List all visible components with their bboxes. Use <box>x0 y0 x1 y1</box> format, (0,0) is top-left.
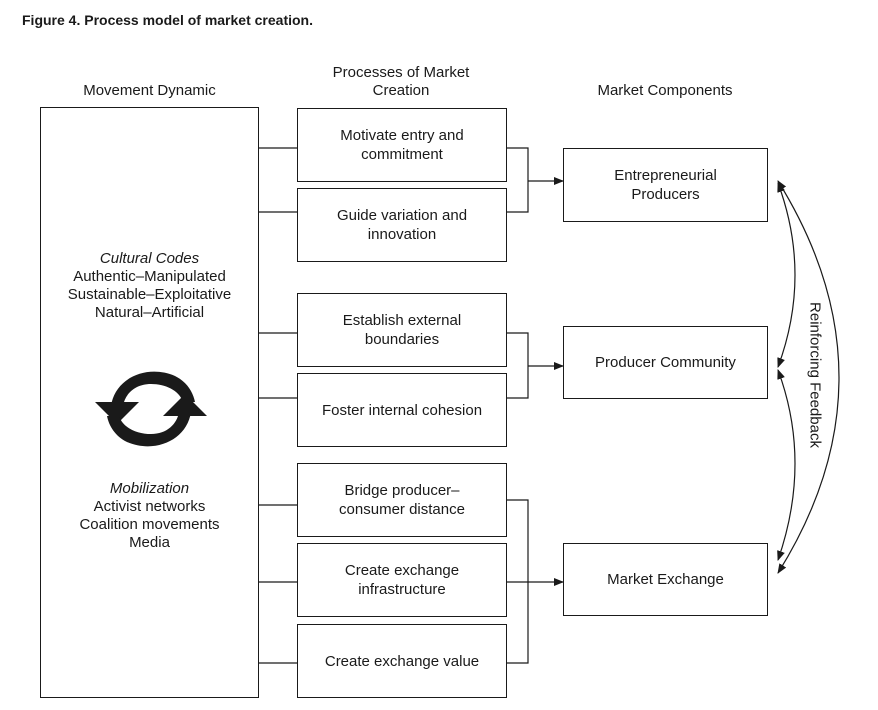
process-label: innovation <box>367 226 437 243</box>
reinforcing-feedback-label: Reinforcing Feedback <box>806 302 824 448</box>
header-processes-line2: Creation <box>372 82 430 99</box>
process-label: Create exchange <box>344 562 460 579</box>
process-label: Guide variation and <box>336 207 468 224</box>
process-box-create-infrastructure: Create exchange infrastructure <box>297 543 507 617</box>
cultural-code-item: Sustainable–Exploitative <box>67 286 232 303</box>
process-label: Create exchange value <box>324 652 480 670</box>
mobilization-item: Coalition movements <box>79 516 220 533</box>
header-movement-dynamic: Movement Dynamic <box>83 82 216 99</box>
cycle-arrows-icon <box>95 371 207 447</box>
cultural-code-item: Natural–Artificial <box>94 304 205 321</box>
cultural-code-item: Authentic–Manipulated <box>73 268 226 285</box>
component-box-market-exchange: Market Exchange <box>563 543 768 616</box>
process-label: Foster internal cohesion <box>321 401 483 419</box>
process-box-guide-variation: Guide variation and innovation <box>297 188 507 262</box>
mobilization-item: Activist networks <box>93 498 206 515</box>
process-box-establish-boundaries: Establish external boundaries <box>297 293 507 367</box>
mobilization-item: Media <box>129 534 170 551</box>
process-label: boundaries <box>364 331 440 348</box>
process-label: consumer distance <box>339 501 465 518</box>
process-label: Motivate entry and <box>340 127 464 144</box>
process-box-create-value: Create exchange value <box>297 624 507 698</box>
component-label: Producer Community <box>595 354 736 371</box>
process-label: Establish external <box>342 312 462 329</box>
cultural-codes-title: Cultural Codes <box>99 250 200 267</box>
process-label: Bridge producer– <box>344 482 460 499</box>
cultural-codes-block: Cultural Codes Authentic–Manipulated Sus… <box>41 250 258 322</box>
header-market-components: Market Components <box>597 82 733 99</box>
component-label: Producers <box>631 186 700 203</box>
process-label: infrastructure <box>358 581 446 598</box>
component-label: Entrepreneurial <box>614 167 717 184</box>
component-box-producer-community: Producer Community <box>563 326 768 399</box>
figure-title: Figure 4. Process model of market creati… <box>22 12 313 28</box>
mobilization-title: Mobilization <box>109 480 190 497</box>
header-processes-line1: Processes of Market <box>332 64 470 81</box>
movement-dynamic-box: Cultural Codes Authentic–Manipulated Sus… <box>40 107 259 698</box>
process-box-foster-cohesion: Foster internal cohesion <box>297 373 507 447</box>
mobilization-block: Mobilization Activist networks Coalition… <box>41 480 258 552</box>
process-box-bridge-distance: Bridge producer– consumer distance <box>297 463 507 537</box>
process-label: commitment <box>361 146 443 163</box>
header-processes: Processes of Market Creation <box>296 64 506 100</box>
component-label: Market Exchange <box>607 571 724 588</box>
process-box-motivate-entry: Motivate entry and commitment <box>297 108 507 182</box>
